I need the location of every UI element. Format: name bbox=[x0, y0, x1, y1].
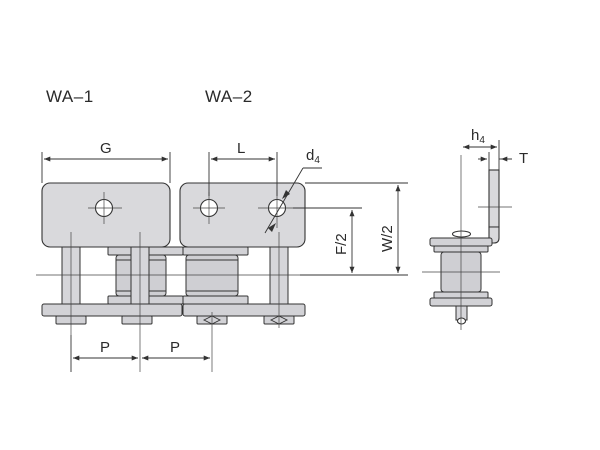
dim-label-f2: F/2 bbox=[333, 233, 350, 255]
side-view bbox=[422, 155, 512, 330]
dim-label-t: T bbox=[519, 150, 528, 167]
dimension-p: P P bbox=[70, 335, 210, 372]
dimension-g: G bbox=[41, 140, 171, 183]
dim-label-p-1: P bbox=[100, 339, 110, 356]
dimension-w2: W/2 bbox=[305, 182, 408, 276]
bushing-collar-bottom-right bbox=[182, 295, 249, 305]
pin-head-2 bbox=[121, 315, 153, 325]
dim-label-p-2: P bbox=[170, 339, 180, 356]
dimension-t: T bbox=[478, 150, 528, 170]
dimension-f2: F/2 bbox=[293, 207, 362, 276]
roller-right bbox=[185, 254, 239, 297]
dim-label-w2: W/2 bbox=[379, 225, 396, 252]
dimension-d4: d4 bbox=[264, 147, 322, 234]
dim-label-h4: h4 bbox=[471, 127, 485, 146]
front-view bbox=[36, 182, 318, 372]
wa2-title: WA–2 bbox=[205, 87, 253, 106]
side-pin-hole bbox=[456, 317, 467, 325]
bottom-link-plate-right bbox=[182, 303, 306, 317]
dimension-h4: h4 bbox=[463, 127, 500, 170]
dimension-l: L bbox=[208, 140, 278, 196]
side-pin-head-top bbox=[451, 230, 472, 238]
bushing-collar-top-right bbox=[182, 246, 249, 256]
attachment-plate-wa2 bbox=[179, 182, 306, 248]
wa1-title: WA–1 bbox=[46, 87, 94, 106]
dim-label-g: G bbox=[100, 140, 112, 157]
dim-label-l: L bbox=[237, 140, 245, 157]
attachment-upright bbox=[488, 169, 500, 228]
dim-label-d4: d4 bbox=[306, 147, 320, 166]
bottom-link-plate-left bbox=[41, 303, 183, 317]
